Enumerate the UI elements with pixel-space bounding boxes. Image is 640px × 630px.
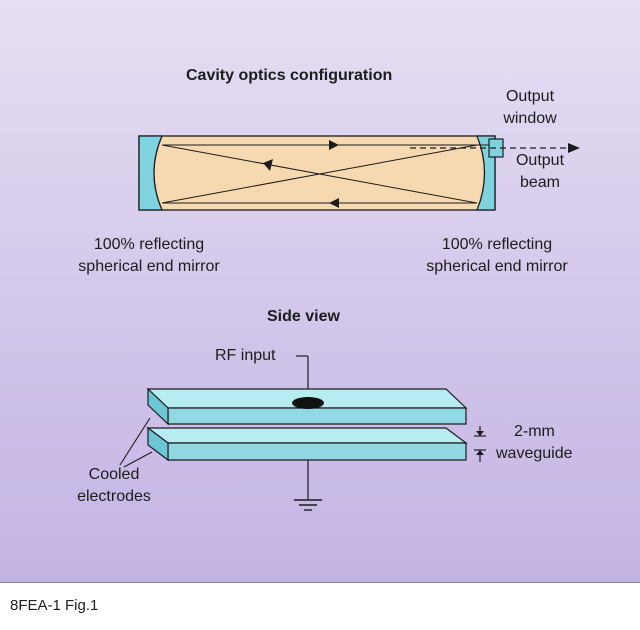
beam-arrow-top xyxy=(329,140,339,150)
left-end-mirror xyxy=(138,135,163,211)
electrode-leader-top xyxy=(119,417,151,466)
cavity-body xyxy=(138,135,496,211)
output-window-label-line1: Output xyxy=(505,88,555,105)
output-beam-label-line2: beam xyxy=(519,174,561,191)
right-mirror-label-line2: spherical end mirror xyxy=(426,258,568,275)
cooled-electrodes-label-line1: Cooled xyxy=(88,466,140,483)
gap-marker-upper-arrow xyxy=(476,431,484,436)
right-mirror-label: 100% reflecting spherical end mirror xyxy=(402,234,592,278)
side-view-title: Side view xyxy=(267,308,340,325)
cooled-electrodes-label: Cooled electrodes xyxy=(62,464,166,508)
bottom-electrode-side-face xyxy=(147,426,169,462)
waveguide-gap-label-line2: waveguide xyxy=(496,445,573,462)
top-electrode-front-face xyxy=(167,407,467,425)
right-mirror-label-line1: 100% reflecting xyxy=(441,236,553,253)
left-mirror-label-line1: 100% reflecting xyxy=(93,236,205,253)
diagram-graphics xyxy=(119,135,580,511)
waveguide-gap-label: 2-mm waveguide xyxy=(496,421,573,465)
figure-caption: 8FEA-1 Fig.1 xyxy=(10,597,99,614)
beam-arrow-bottom xyxy=(329,198,339,208)
cooled-electrodes-label-line2: electrodes xyxy=(77,488,151,505)
waveguide-gap-label-line1: 2-mm xyxy=(514,423,555,440)
electrode-leader-bottom xyxy=(123,451,153,468)
bottom-electrode-front-face xyxy=(167,442,467,461)
output-beam-arrowhead xyxy=(568,143,580,153)
rf-input-label: RF input xyxy=(215,347,276,364)
left-mirror-label: 100% reflecting spherical end mirror xyxy=(54,234,244,278)
output-beam-label-line1: Output xyxy=(515,152,565,169)
figure-panel: Cavity optics configuration Output windo… xyxy=(0,0,640,583)
bottom-electrode-top-face xyxy=(146,427,468,444)
top-electrode-side-face xyxy=(147,387,169,426)
beam-arrow-diagonal xyxy=(263,159,273,171)
cavity-optics-title: Cavity optics configuration xyxy=(186,67,393,84)
rf-input-hole xyxy=(292,397,324,409)
beam-path-diagonal-up xyxy=(161,144,478,204)
gap-marker-lower-arrow xyxy=(476,450,484,455)
output-window-label-line2: window xyxy=(503,110,557,127)
left-mirror-label-line2: spherical end mirror xyxy=(78,258,220,275)
output-window-label: Output window xyxy=(490,86,570,130)
output-beam-label: Output beam xyxy=(500,150,580,194)
